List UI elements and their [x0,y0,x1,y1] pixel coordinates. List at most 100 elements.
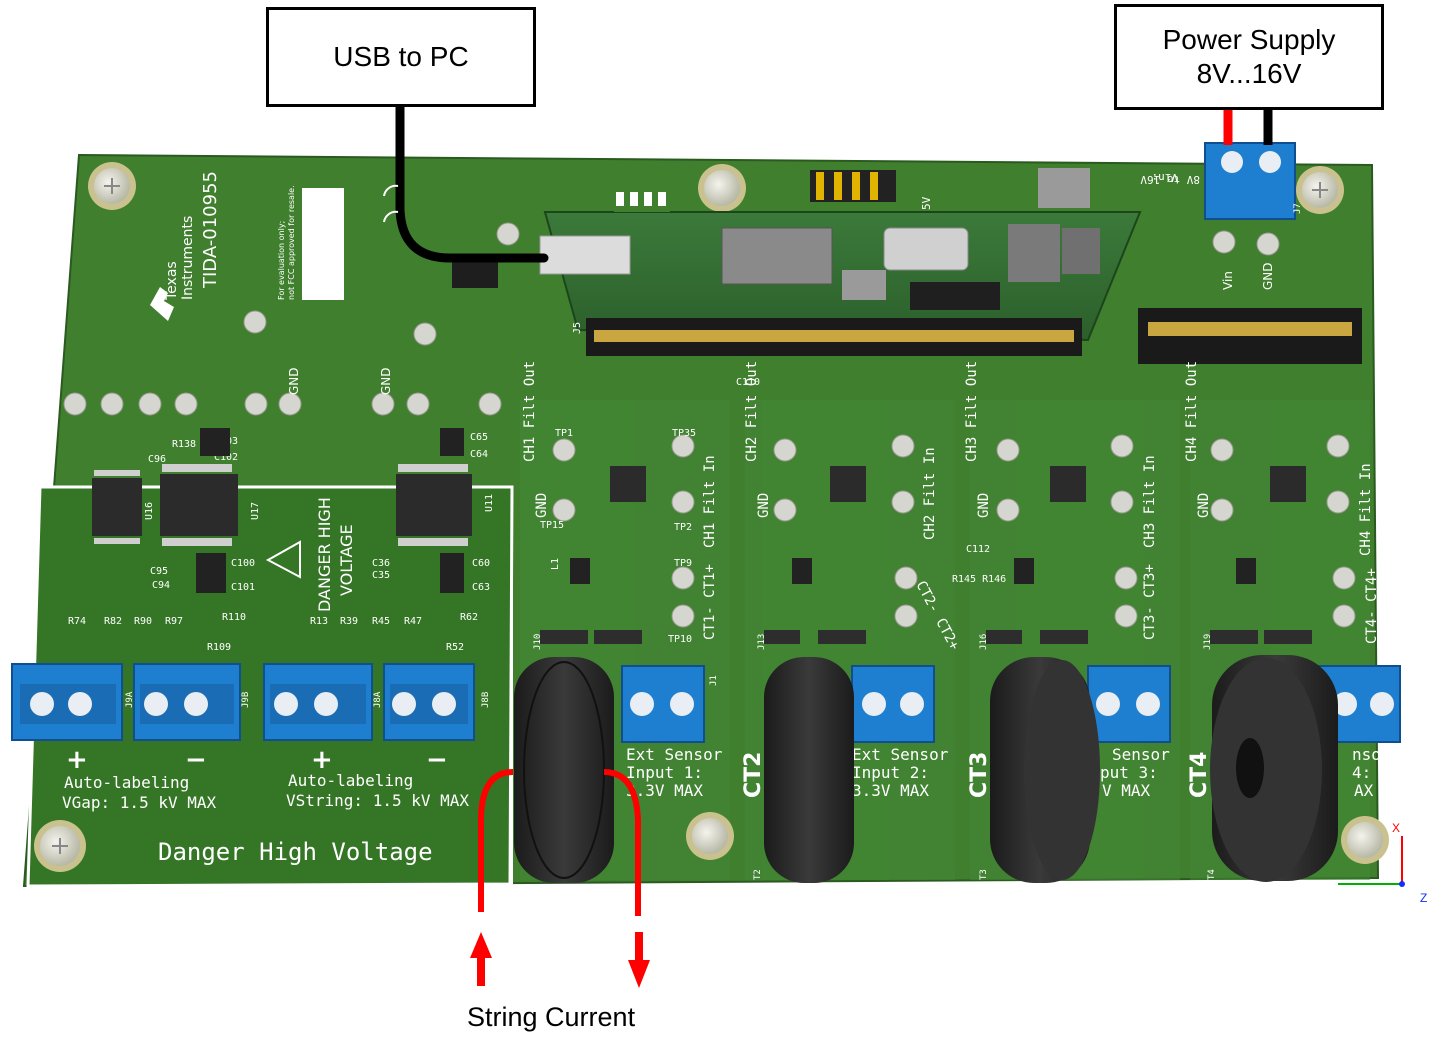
ct3-label: CT3 [967,752,992,798]
ct4-plus-minus: CT4- CT4+ [1364,568,1380,644]
c110: C110 [736,377,760,388]
r47: R47 [404,616,422,627]
tp1: TP1 [555,428,573,439]
r62: R62 [460,612,478,623]
label-sticker-area [302,188,344,300]
ch3-filt-in: CH3 Filt In [1142,455,1158,548]
ch1-filt-out: CH1 Filt Out [522,361,538,462]
ch4-filt-in: CH4 Filt In [1358,463,1374,556]
j9a: J9A [125,691,135,708]
board-connectors [586,168,1362,364]
left-designators: C103 C102 C96 R138 C65 C64 C100 C101 C95… [14,432,490,660]
hv-terminal-blocks [11,663,475,741]
ch2-filt-out: CH2 Filt Out [744,361,760,462]
autolabel-left-line2: VGap: 1.5 kV MAX [62,793,216,812]
usb-to-pc-callout: USB to PC [266,7,536,107]
r110: R110 [222,612,246,623]
current-in-arrow [470,932,492,986]
ti-logo [150,287,174,321]
eval-notice-line2: not FCC approved for resale. [287,185,296,300]
u16: U16 [144,502,155,520]
usb-daughter-board [539,211,1142,342]
ext2-line3: 3.3V MAX [852,781,929,800]
c102: C102 [214,452,238,463]
ext2-line1: Ext Sensor [852,745,949,764]
u17: U17 [250,502,261,520]
current-transformer-ct3 [990,657,1100,883]
j5: J5 [572,322,583,334]
ext4-line1: nsor [1352,745,1391,764]
ct3-plus-minus: CT3- CT3+ [1142,564,1158,640]
c112: C112 [966,544,990,555]
eval-notice-line1: For evaluation only; [277,221,286,300]
gnd-tp-label: GND [1261,262,1275,290]
plus-left: + [66,745,88,775]
j19: J19 [1203,634,1213,650]
r74: R74 [68,616,86,627]
5v-label: 5V [920,196,933,210]
ext4-line3: AX [1354,781,1374,800]
ext1-line1: Ext Sensor [626,745,723,764]
tp2: TP2 [674,522,692,533]
j8a: J8A [373,691,383,708]
minus-left: − [185,745,207,775]
tp9: TP9 [674,558,692,569]
plus-right: + [311,745,333,775]
danger-triangle-line2: VOLTAGE [337,524,356,596]
gnd-label-left: GND [287,367,301,395]
current-out-arrow [628,932,650,988]
c101: C101 [231,582,255,593]
usb-callout-text: USB to PC [333,41,469,73]
ext1-line2: Input 1: [626,763,703,782]
vin-label: Vin: [1152,171,1179,184]
r145-r146: R145 R146 [952,574,1006,585]
brand-line2: Instruments [180,216,196,300]
r97: R97 [165,616,183,627]
j9b: J9B [241,692,251,708]
r73: R73 [14,649,32,660]
ext3-line3: V MAX [1102,781,1151,800]
r13: R13 [310,616,328,627]
gnd-ch4: GND [1196,493,1212,518]
ch4-filt-out: CH4 Filt Out [1184,361,1200,462]
c96: C96 [148,454,166,465]
ct4-label: CT4 [1187,752,1212,798]
t2: T2 [753,869,763,880]
autolabel-right-line1: Auto-labeling [288,771,413,790]
r138: R138 [172,439,196,450]
part-number: TIDA-010955 [200,171,221,289]
c64: C64 [470,449,488,460]
vin-range: 8V to 16V [1140,173,1200,186]
r90: R90 [134,616,152,627]
axis-x-label: X [1392,821,1400,835]
t4: T4 [1207,869,1217,880]
c36: C36 [372,558,390,569]
gnd-label-mid: GND [379,367,393,395]
j8b: J8B [481,692,491,708]
tp15: TP15 [540,520,564,531]
ext2-line2: Input 2: [852,763,929,782]
ic-pins [94,464,468,546]
j16: J16 [979,634,989,650]
power-terminal-block [1204,142,1296,220]
tp10: TP10 [668,634,692,645]
gnd-ch1: GND [534,493,550,518]
ch2-filt-in: CH2 Filt In [922,447,938,540]
power-callout-line2: 8V...16V [1196,58,1302,89]
r82: R82 [104,616,122,627]
minus-right: − [426,745,448,775]
r39: R39 [340,616,358,627]
c35: C35 [372,570,390,581]
ext1-line3: 3.3V MAX [626,781,703,800]
axis-indicator [1338,836,1405,887]
autolabel-left-line1: Auto-labeling [64,773,189,792]
brand-line1: Texas [164,261,180,301]
j1: J1 [709,675,719,686]
j7: J7 [1293,203,1303,214]
gnd-ch2: GND [756,493,772,518]
j10: J10 [533,634,543,650]
tp35: TP35 [672,428,696,439]
usb-cable-strain [383,184,399,223]
t3: T3 [979,869,989,880]
l1: L1 [550,558,561,570]
